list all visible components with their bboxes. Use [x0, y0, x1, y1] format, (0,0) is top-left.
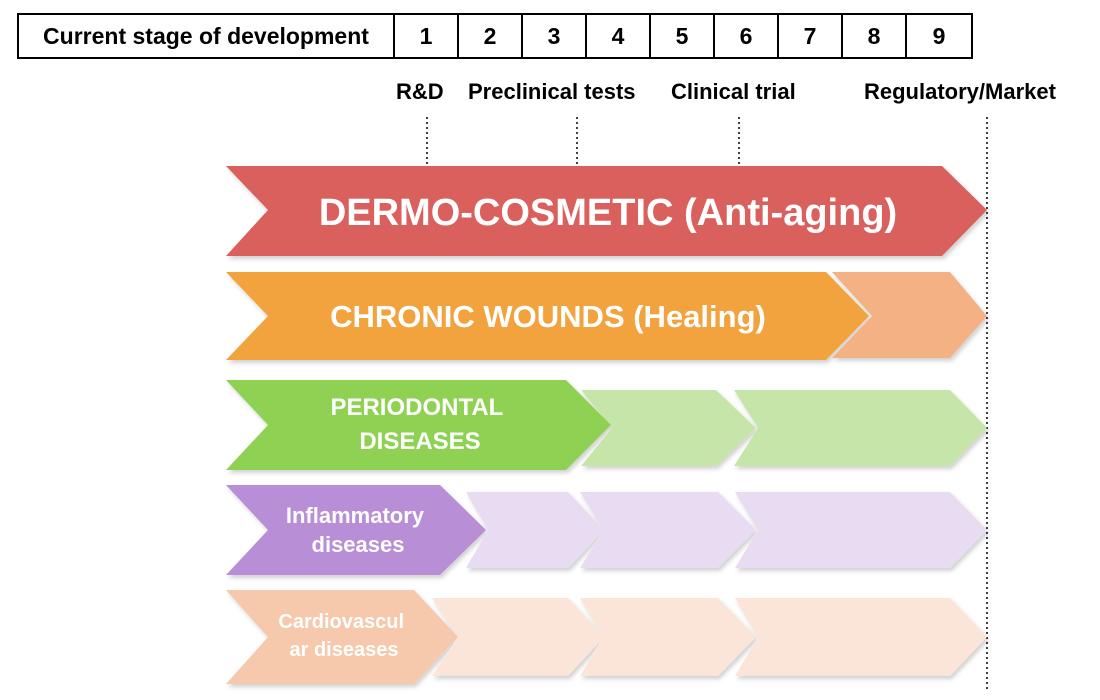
periodontal-future-segment-3 [734, 390, 987, 466]
wounds-arrow [226, 272, 869, 360]
stage-cell-7: 7 [779, 15, 843, 57]
stage-cell-1: 1 [395, 15, 459, 57]
stage-cell-6: 6 [715, 15, 779, 57]
periodontal-label-line-2: DISEASES [359, 428, 480, 455]
inflammatory-future-segment-2 [466, 492, 604, 568]
development-stage-table: Current stage of development 1 2 3 4 5 6… [17, 13, 973, 59]
pipeline-row-inflammatory [226, 485, 987, 575]
stage-cell-3: 3 [523, 15, 587, 57]
cardiovascular-future-segment-4 [735, 598, 987, 676]
cardiovascular-arrow [226, 590, 458, 684]
dermo-label-line-1: DERMO-COSMETIC (Anti-aging) [319, 192, 897, 234]
periodontal-label-line-1: PERIODONTAL [330, 394, 502, 421]
stage-cell-5: 5 [651, 15, 715, 57]
inflammatory-label-line-2: diseases [312, 532, 405, 557]
inflammatory-future-segment-4 [735, 492, 987, 568]
phase-label-regulatory: Regulatory/Market [864, 79, 1056, 104]
phase-label-preclinical: Preclinical tests [468, 79, 636, 104]
inflammatory-label-line-1: Inflammatory [286, 503, 425, 528]
phase-label-rd: R&D [396, 79, 444, 104]
stage-cell-8: 8 [843, 15, 907, 57]
pipeline-row-periodontal [226, 380, 987, 470]
wounds-label: CHRONIC WOUNDS (Healing) [330, 299, 766, 334]
dermo-arrow [226, 166, 987, 256]
inflammatory-arrow [226, 485, 486, 575]
stage-cell-9: 9 [932, 22, 946, 49]
inflammatory-future-segment-3 [580, 492, 756, 568]
dermo-label: DERMO-COSMETIC (Anti-aging) [319, 192, 897, 234]
periodontal-arrow [226, 380, 611, 470]
phase-label-clinical: Clinical trial [671, 79, 796, 104]
cardiovascular-label-line-1: Cardiovascul [278, 611, 404, 633]
pipeline-row-cardiovascular [226, 590, 987, 684]
cardiovascular-future-segment-3 [580, 598, 756, 676]
periodontal-label: PERIODONTAL DISEASES [330, 394, 509, 455]
pipeline-row-dermo [226, 166, 987, 256]
stage-table-title: Current stage of development [19, 15, 395, 57]
cardiovascular-label: Cardiovascul ar diseases [278, 611, 409, 661]
periodontal-future-segment-2 [581, 390, 756, 466]
cardiovascular-future-segment-2 [432, 598, 604, 676]
wounds-label-line-1: CHRONIC WOUNDS (Healing) [330, 299, 766, 334]
inflammatory-label: Inflammatory diseases [286, 503, 430, 557]
pipeline-row-wounds [226, 272, 987, 360]
wounds-future-segment [832, 272, 987, 358]
cardiovascular-label-line-2: ar diseases [290, 639, 399, 661]
stage-cell-2: 2 [459, 15, 523, 57]
stage-cell-4: 4 [587, 15, 651, 57]
